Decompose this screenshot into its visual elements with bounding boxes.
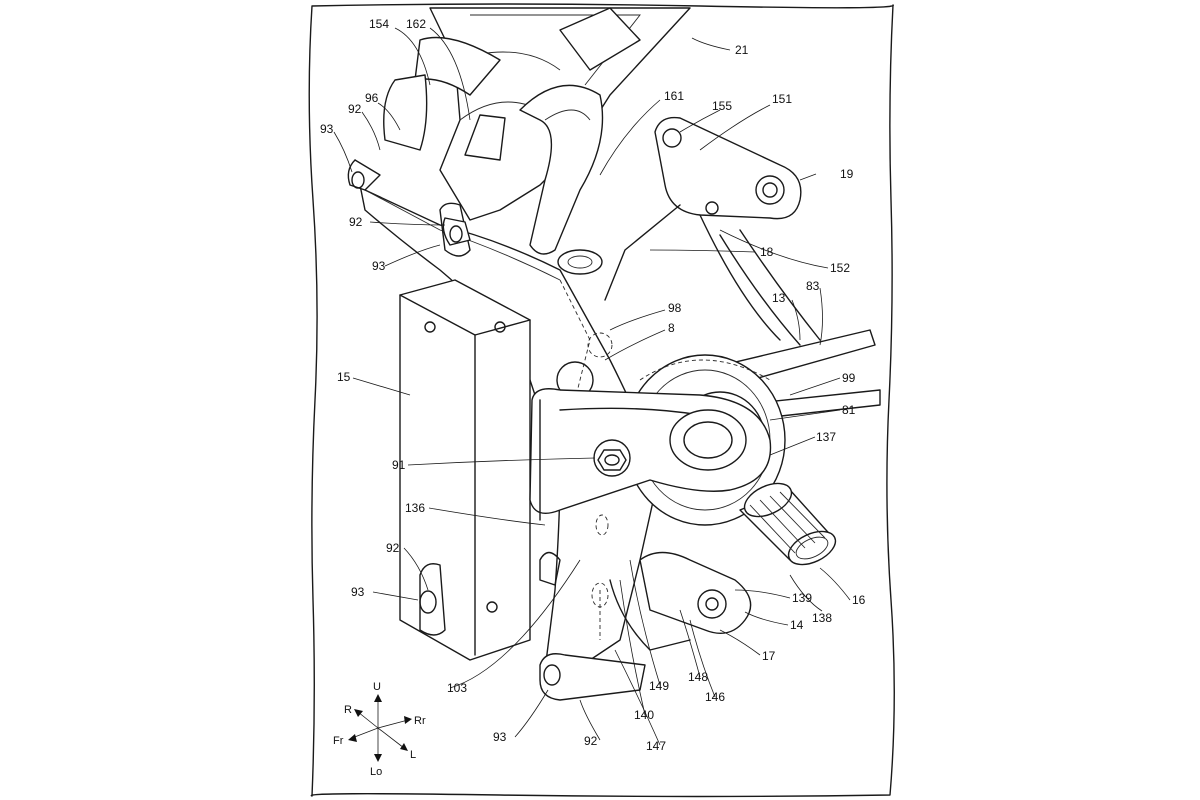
figure-border — [308, 3, 895, 798]
label-137: 137 — [816, 430, 836, 444]
label-93-bottom: 93 — [493, 730, 507, 744]
link-lever — [604, 116, 802, 341]
dir-right: R — [344, 704, 352, 716]
dir-left: L — [410, 749, 416, 761]
label-17: 17 — [762, 649, 776, 663]
label-140: 140 — [634, 708, 654, 722]
lower-linkage — [539, 514, 752, 651]
reference-numerals: 21 154 162 96 92 93 161 155 151 19 92 93… — [320, 17, 866, 753]
splined-shaft — [739, 482, 837, 566]
label-14: 14 — [790, 618, 804, 632]
label-91: 91 — [392, 458, 406, 472]
label-18: 18 — [760, 245, 774, 259]
label-15: 15 — [337, 370, 351, 384]
label-98: 98 — [668, 301, 682, 315]
label-13: 13 — [772, 291, 786, 305]
label-19: 19 — [840, 167, 854, 181]
label-139: 139 — [792, 591, 812, 605]
label-149: 149 — [649, 679, 669, 693]
dir-lower: Lo — [370, 766, 382, 778]
label-147: 147 — [646, 739, 666, 753]
upper-tubes — [383, 74, 604, 275]
dir-up: U — [373, 681, 381, 693]
label-103: 103 — [447, 681, 467, 695]
label-151: 151 — [772, 92, 792, 106]
label-92-low: 92 — [386, 541, 400, 555]
control-box — [399, 279, 531, 661]
label-81: 81 — [842, 403, 856, 417]
label-21: 21 — [735, 43, 749, 57]
leader-lines — [333, 27, 851, 746]
dir-front: Fr — [333, 735, 344, 747]
label-148: 148 — [688, 670, 708, 684]
label-16: 16 — [852, 593, 866, 607]
label-83: 83 — [806, 279, 820, 293]
direction-compass: U Lo R Rr Fr L — [333, 681, 426, 778]
label-161: 161 — [664, 89, 684, 103]
label-92-bottom: 92 — [584, 734, 598, 748]
label-138: 138 — [812, 611, 832, 625]
label-154: 154 — [369, 17, 389, 31]
label-152: 152 — [830, 261, 850, 275]
label-93-upper: 93 — [320, 122, 334, 136]
label-93-mid: 93 — [372, 259, 386, 273]
label-92-mid: 92 — [349, 215, 363, 229]
label-162: 162 — [406, 17, 426, 31]
label-92-upper: 92 — [348, 102, 362, 116]
label-99: 99 — [842, 371, 856, 385]
label-136: 136 — [405, 501, 425, 515]
pedal-lever — [529, 388, 772, 521]
label-146: 146 — [705, 690, 725, 704]
label-155: 155 — [712, 99, 732, 113]
lower-mount — [347, 159, 646, 701]
label-8: 8 — [668, 321, 675, 335]
label-93-low: 93 — [351, 585, 365, 599]
label-96: 96 — [365, 91, 379, 105]
dir-rear: Rr — [414, 715, 426, 727]
